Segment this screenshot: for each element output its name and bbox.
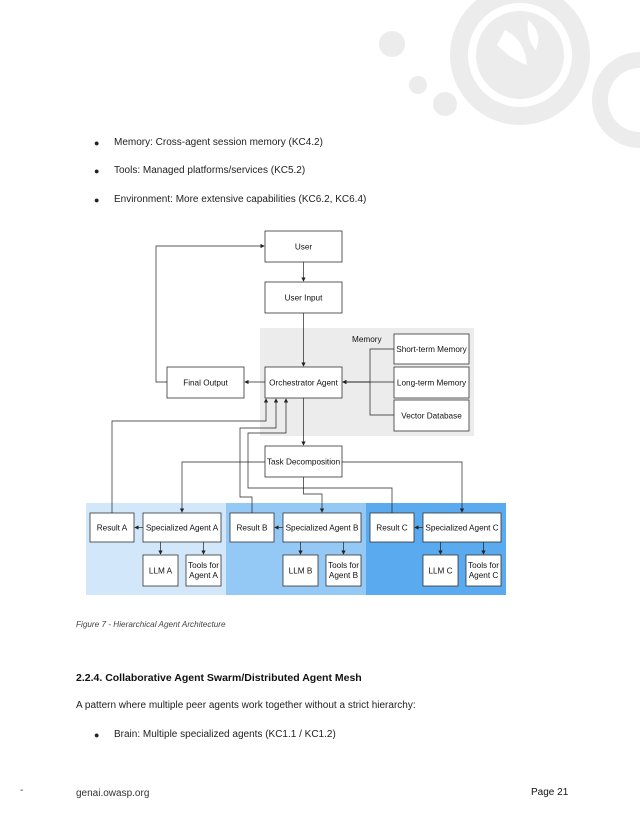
llm-b-box <box>282 554 319 587</box>
figure-caption: Figure 7 - Hierarchical Agent Architectu… <box>76 620 226 629</box>
section-heading: 2.2.4. Collaborative Agent Swarm/Distrib… <box>76 672 362 684</box>
footer-url[interactable]: genai.owasp.org <box>76 788 150 799</box>
orchestrator-box <box>264 366 343 399</box>
vector-db-text: Vector Database <box>401 412 462 421</box>
bullet-dot: ● <box>94 166 100 176</box>
result-c-box <box>369 512 415 543</box>
long-term-text: Long-term Memory <box>397 379 467 388</box>
page-number: Page 21 <box>531 787 569 798</box>
task-decomp-box <box>264 445 343 478</box>
result-c-text: Result C <box>376 524 407 533</box>
result-b-text: Result B <box>237 524 268 533</box>
tools-c-text-2: Agent C <box>469 571 499 580</box>
llm-a-box <box>142 554 179 587</box>
arrow-result-b-to-orchestrator <box>239 398 279 513</box>
agent-c-text: Specialized Agent C <box>425 524 498 533</box>
arrow-result-a-to-orchestrator <box>111 398 269 513</box>
bullet-text: Tools: Managed platforms/services (KC5.2… <box>114 165 306 176</box>
orchestrator-text: Orchestrator Agent <box>269 379 338 388</box>
llm-b-text: LLM B <box>289 567 313 576</box>
llm-a-text: LLM A <box>149 567 173 576</box>
arrow-task-to-agent-a <box>179 461 265 513</box>
agent-c-box <box>422 512 502 543</box>
bullet-dot: ● <box>94 195 100 205</box>
long-term-box <box>393 366 470 399</box>
footer-dash: - <box>20 785 24 796</box>
memory-label: Memory <box>352 335 382 344</box>
tools-a-text-2: Agent A <box>189 571 218 580</box>
tools-a-box <box>185 554 222 587</box>
tools-a-text-1: Tools for <box>188 561 219 570</box>
bullet-dot: ● <box>94 138 100 148</box>
agent-a-text: Specialized Agent A <box>146 524 219 533</box>
llm-c-box <box>422 554 459 587</box>
result-b-box <box>229 512 275 543</box>
owasp-logo-decoration <box>379 0 640 148</box>
section-paragraph: A pattern where multiple peer agents wor… <box>76 700 416 711</box>
tools-b-text-1: Tools for <box>328 561 359 570</box>
result-a-box <box>89 512 135 543</box>
tools-c-text-1: Tools for <box>468 561 499 570</box>
hierarchical-agent-diagram: Memory User User Input Orchestrator Agen… <box>86 230 506 595</box>
final-output-text: Final Output <box>183 379 228 388</box>
vector-db-box <box>393 399 470 432</box>
bullet-text: Environment: More extensive capabilities… <box>114 194 367 205</box>
tools-c-box <box>465 554 502 587</box>
short-term-box <box>393 333 470 365</box>
short-term-text: Short-term Memory <box>396 345 467 354</box>
arrow-result-c-to-orchestrator <box>247 398 393 513</box>
tools-b-box <box>325 554 362 587</box>
result-a-text: Result A <box>97 524 128 533</box>
arrow-task-to-agent-b <box>303 477 325 513</box>
bullet-text: Memory: Cross-agent session memory (KC4.… <box>114 137 323 148</box>
arrow-vector-to-orchestrator <box>342 379 394 416</box>
tools-b-text-2: Agent B <box>329 571 359 580</box>
arrow-task-to-agent-c <box>342 461 465 513</box>
bullet-dot: ● <box>94 730 100 740</box>
bullet-text: Brain: Multiple specialized agents (KC1.… <box>114 729 336 740</box>
agent-a-box <box>142 512 222 543</box>
agent-b-text: Specialized Agent B <box>286 524 359 533</box>
task-decomp-text: Task Decomposition <box>267 458 341 467</box>
llm-c-text: LLM C <box>428 567 452 576</box>
final-output-box <box>166 366 245 399</box>
arrow-final-to-user <box>155 243 265 383</box>
user-input-text: User Input <box>285 294 323 303</box>
user-text: User <box>295 243 313 252</box>
